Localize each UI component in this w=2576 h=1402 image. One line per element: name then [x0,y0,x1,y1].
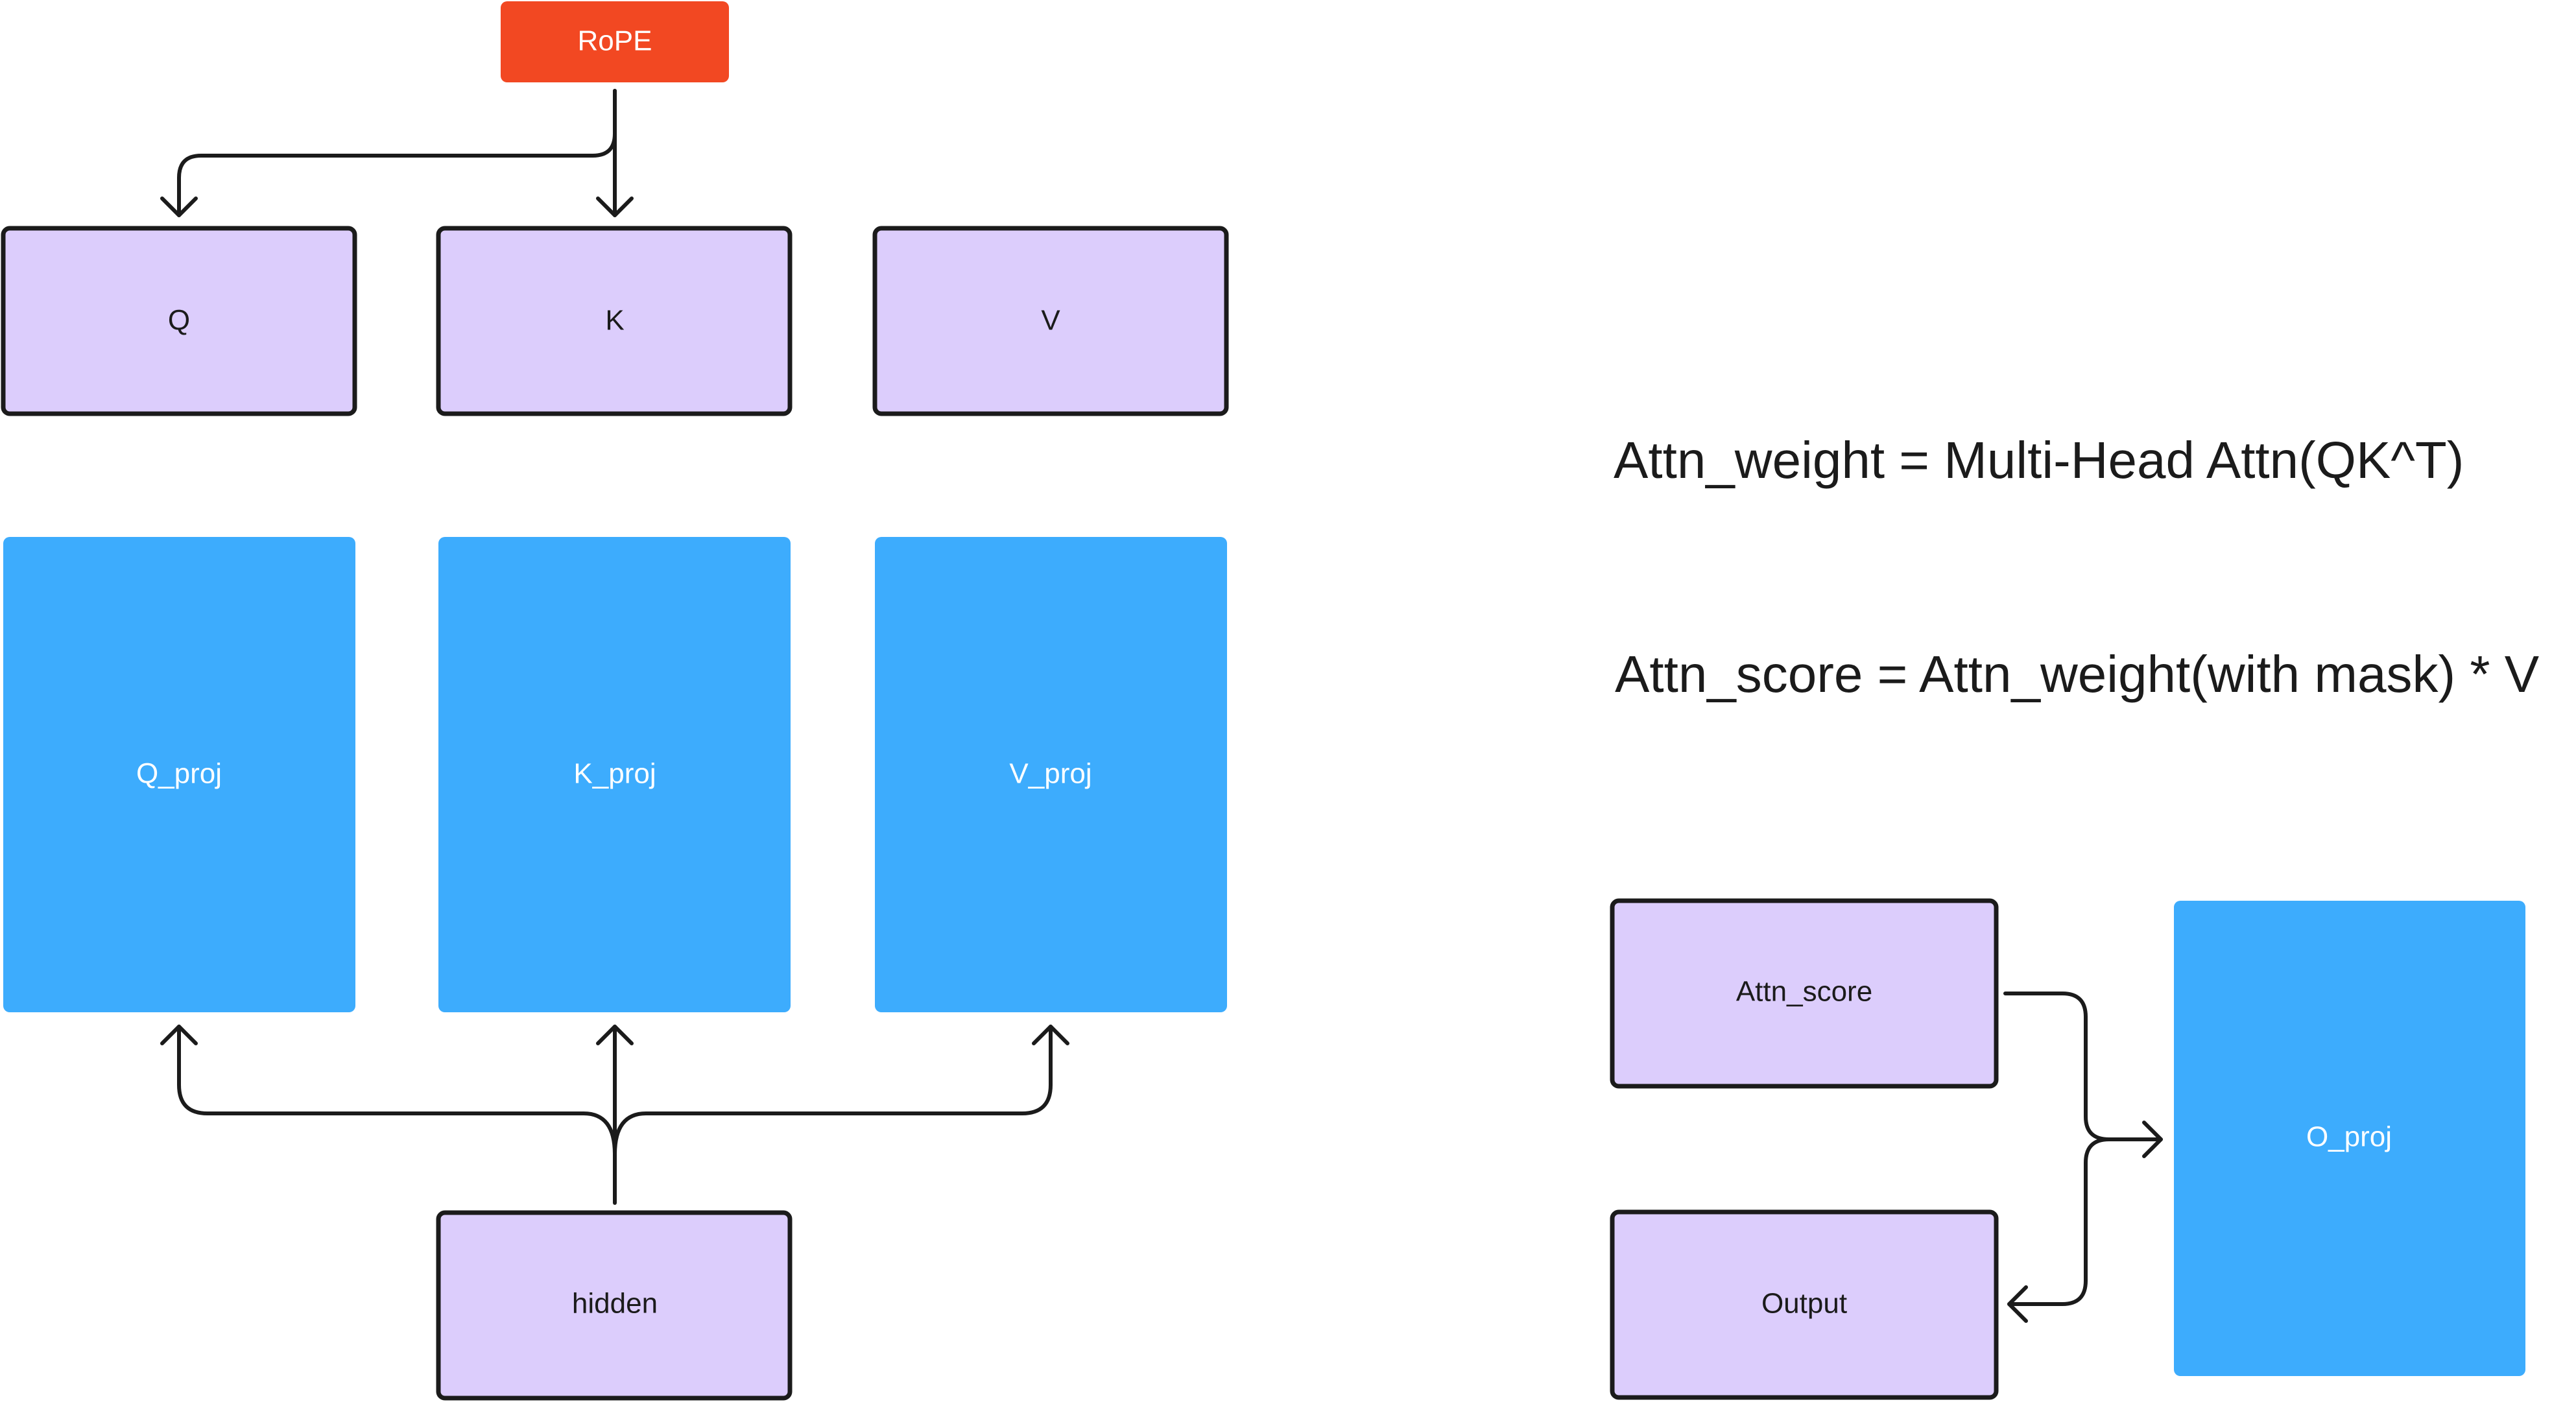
q-proj-box [3,537,355,1012]
attn-score-box [1610,898,1999,1089]
v-label: V [1041,305,1060,337]
edge-attn-score-to-o-proj [2003,992,2163,1141]
q-box [1,226,357,416]
o-proj-label: O_proj [2306,1121,2392,1153]
arrowhead-q [160,196,198,217]
hidden-label: hidden [572,1288,658,1320]
edges [160,89,2163,1323]
k-box [436,226,793,416]
arrowhead-q-proj [160,1025,198,1045]
hidden-node[interactable]: hidden [436,1210,793,1401]
rope-node[interactable]: RoPE [501,1,729,82]
edge-o-proj-to-output [2007,1137,2111,1306]
k-proj-node[interactable]: K_proj [438,537,791,1012]
arrowhead-o-proj [2142,1121,2163,1158]
edge-hidden-to-v-proj [613,1025,1053,1156]
attn-score-label: Attn_score [1736,976,1872,1008]
output-node[interactable]: Output [1610,1209,1999,1400]
k-proj-box [438,537,791,1012]
edge-rope-to-q [177,89,617,217]
formula-attn-weight: Attn_weight = Multi-Head Attn(QK^T) [1614,431,2464,489]
arrowhead-k [596,196,634,217]
rope-label: RoPE [578,25,652,57]
v-proj-label: V_proj [1009,758,1091,790]
k-node[interactable]: K [436,226,793,416]
k-proj-label: K_proj [573,758,656,790]
o-proj-box [2174,901,2525,1376]
arrowhead-k-proj [596,1025,634,1045]
rope-box [501,1,729,82]
formula-attn-score: Attn_score = Attn_weight(with mask) * V [1615,645,2540,703]
output-box [1610,1209,1999,1400]
arrowhead-output [2007,1285,2028,1323]
v-proj-node[interactable]: V_proj [875,537,1227,1012]
k-label: K [605,305,624,337]
v-box [872,226,1229,416]
output-label: Output [1761,1288,1847,1320]
hidden-box [436,1210,793,1401]
edge-hidden-to-q-proj [177,1025,617,1156]
q-node[interactable]: Q [1,226,357,416]
v-proj-box [875,537,1227,1012]
arrowhead-v-proj [1032,1025,1069,1045]
v-node[interactable]: V [872,226,1229,416]
o-proj-node[interactable]: O_proj [2174,901,2525,1376]
q-label: Q [168,305,190,337]
q-proj-node[interactable]: Q_proj [3,537,355,1012]
q-proj-label: Q_proj [136,758,222,790]
attn-score-node[interactable]: Attn_score [1610,898,1999,1089]
